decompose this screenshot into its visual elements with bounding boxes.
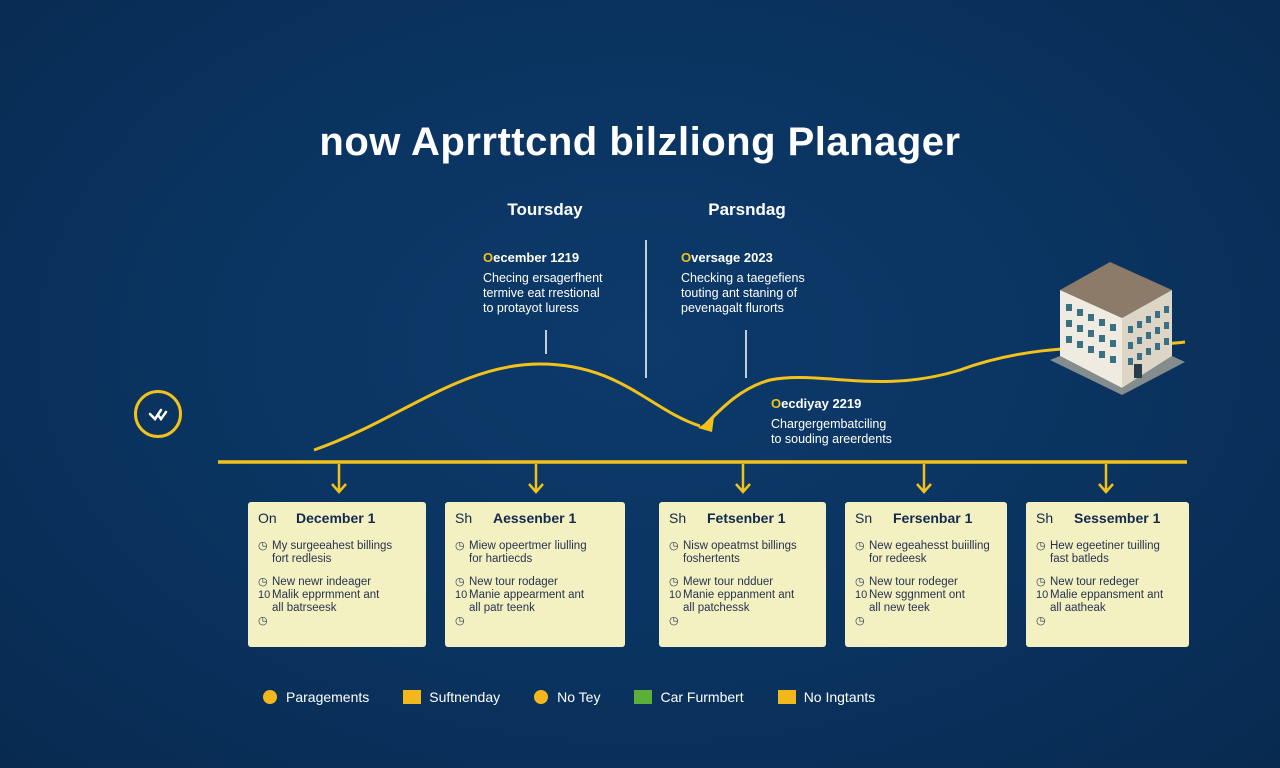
clock-icon: ◷ xyxy=(258,615,268,627)
clock-icon: ◷ xyxy=(455,540,465,552)
column-heading-toursday: Toursday xyxy=(507,200,583,219)
legend-item: No Tey xyxy=(534,689,600,705)
legend-swatch xyxy=(534,690,549,704)
timeline-arrow-1 xyxy=(331,464,347,494)
curve-left xyxy=(313,362,701,452)
clock-icon: ◷ xyxy=(258,576,268,588)
page-title: now Aprrttcnd bilzliong Planager xyxy=(319,120,961,164)
legend-swatch xyxy=(634,690,653,704)
clock-icon: ◷ xyxy=(855,540,865,552)
clock-icon: ◷ xyxy=(1036,576,1046,588)
column-heading-parsndag: Parsndag xyxy=(708,200,786,219)
note-description: Chargergembatciling to souding areerdent… xyxy=(771,417,892,446)
legend-swatch xyxy=(263,690,277,704)
note-description: Checing ersagerfhent termive eat rrestio… xyxy=(483,271,603,315)
clock-icon: ◷ xyxy=(855,576,865,588)
note-oversage: Oversage 2023 Checking a taegefiens tout… xyxy=(681,250,805,316)
clock-icon: ◷ xyxy=(1036,615,1046,627)
note-ecdiyay: Oecdiyay 2219 Chargergembatciling to sou… xyxy=(771,396,892,447)
timeline-arrow-5 xyxy=(1098,464,1114,494)
legend-swatch xyxy=(403,690,422,704)
legend-item: Paragements xyxy=(263,689,369,705)
legend-swatch xyxy=(777,690,796,704)
timeline-arrow-3 xyxy=(735,464,751,494)
clock-icon: ◷ xyxy=(669,615,679,627)
check-icon[interactable] xyxy=(134,390,182,438)
clock-icon: ◷ xyxy=(669,540,679,552)
clock-icon: ◷ xyxy=(855,615,865,627)
legend-item: No Ingtants xyxy=(777,689,875,705)
clock-icon: ◷ xyxy=(669,576,679,588)
clock-icon: ◷ xyxy=(1036,540,1046,552)
note-date: Oversage 2023 xyxy=(681,250,773,265)
note-description: Checking a taegefiens touting ant stanin… xyxy=(681,271,805,315)
clock-icon: ◷ xyxy=(455,615,465,627)
clock-icon: ◷ xyxy=(455,576,465,588)
timeline-arrow-2 xyxy=(528,464,544,494)
legend-item: Car Furmbert xyxy=(634,689,744,705)
clock-icon: ◷ xyxy=(258,540,268,552)
note-date: Oecdiyay 2219 xyxy=(771,396,862,411)
note-december: Oecember 1219 Checing ersagerfhent termi… xyxy=(483,250,603,316)
timeline-arrows xyxy=(331,464,1114,494)
legend: Paragements Suftnenday No Tey Car Furmbe… xyxy=(263,689,909,705)
note-date: Oecember 1219 xyxy=(483,250,580,265)
curve-arrowhead xyxy=(698,417,714,432)
timeline-arrow-4 xyxy=(916,464,932,494)
building-icon xyxy=(1050,260,1185,405)
legend-item: Suftnenday xyxy=(403,689,500,705)
